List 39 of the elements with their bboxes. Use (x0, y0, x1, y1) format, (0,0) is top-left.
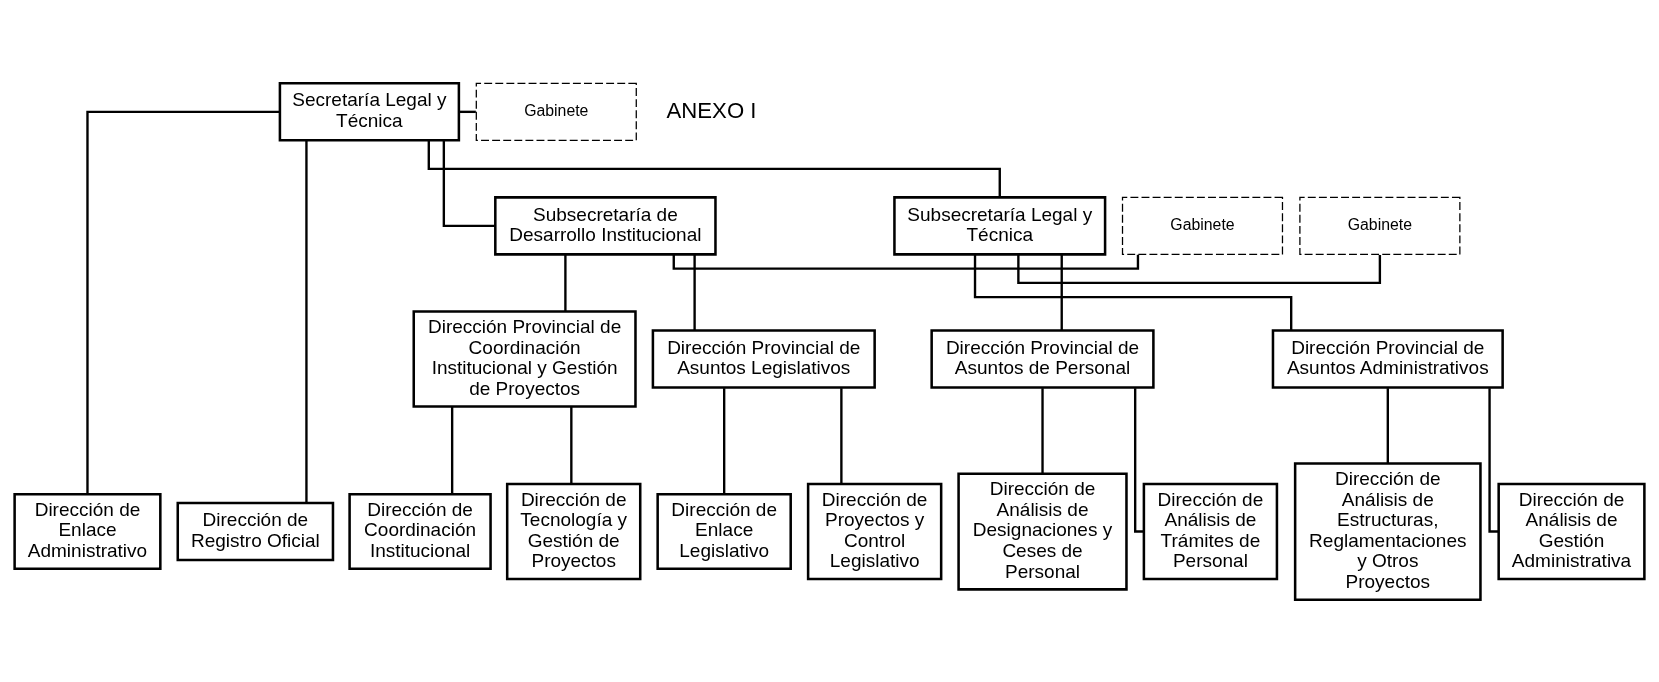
connector (442, 140, 495, 227)
connector (86, 110, 280, 494)
connector (1488, 387, 1499, 533)
label: ANEXO I (666, 97, 757, 123)
node-box: Dirección de Registro Oficial (176, 501, 335, 561)
node-box: Dirección Provincial de Coordinación Institucional y Gestión de Proyectos (412, 309, 637, 408)
connector (1134, 387, 1144, 533)
connector (564, 254, 567, 311)
node-box: Dirección de Enlace Legislativo (656, 492, 792, 570)
node-box: Dirección Provincial de Asuntos Administrativos (1271, 328, 1504, 389)
node-box: Subsecretaría Legal y Técnica (893, 195, 1107, 256)
node-box: Dirección de Análisis de Gestión Administrativa (1497, 482, 1646, 580)
connector (570, 406, 573, 483)
connector (1060, 254, 1063, 330)
node-box: Subsecretaría de Desarrollo Institucional (494, 195, 717, 256)
node-box: Gabinete (1121, 196, 1284, 255)
node-box: Dirección de Análisis de Trámites de Personal (1142, 482, 1279, 580)
node-box: Secretaría Legal y Técnica (278, 81, 461, 142)
node-box: Dirección Provincial de Asuntos de Personal (930, 328, 1155, 389)
node-box: Dirección de Análisis de Designaciones y Ceses de Personal (957, 472, 1128, 591)
node-box: Gabinete (475, 82, 637, 141)
connector (1017, 254, 1382, 284)
connector (973, 253, 1293, 330)
connector (1041, 387, 1044, 473)
node-box: Dirección de Análisis de Estructuras, Reglamentaciones y Otros Proyectos (1293, 461, 1482, 601)
connector (427, 140, 1001, 197)
connector (305, 140, 308, 502)
node-box: Dirección de Proyectos y Control Legislativo (806, 482, 943, 580)
node-box: Dirección Provincial de Asuntos Legislativos (651, 328, 876, 389)
connector (693, 254, 696, 330)
node-box: Gabinete (1299, 196, 1461, 255)
connector (723, 387, 726, 494)
node-box: Dirección de Coordinación Institucional (348, 492, 492, 570)
connector (672, 254, 1140, 270)
connector (840, 387, 843, 484)
connector (1386, 387, 1389, 463)
node-box: Dirección de Enlace Administrativo (13, 492, 162, 570)
node-box: Dirección de Tecnología y Gestión de Proyectos (505, 482, 642, 580)
connector (450, 406, 454, 494)
